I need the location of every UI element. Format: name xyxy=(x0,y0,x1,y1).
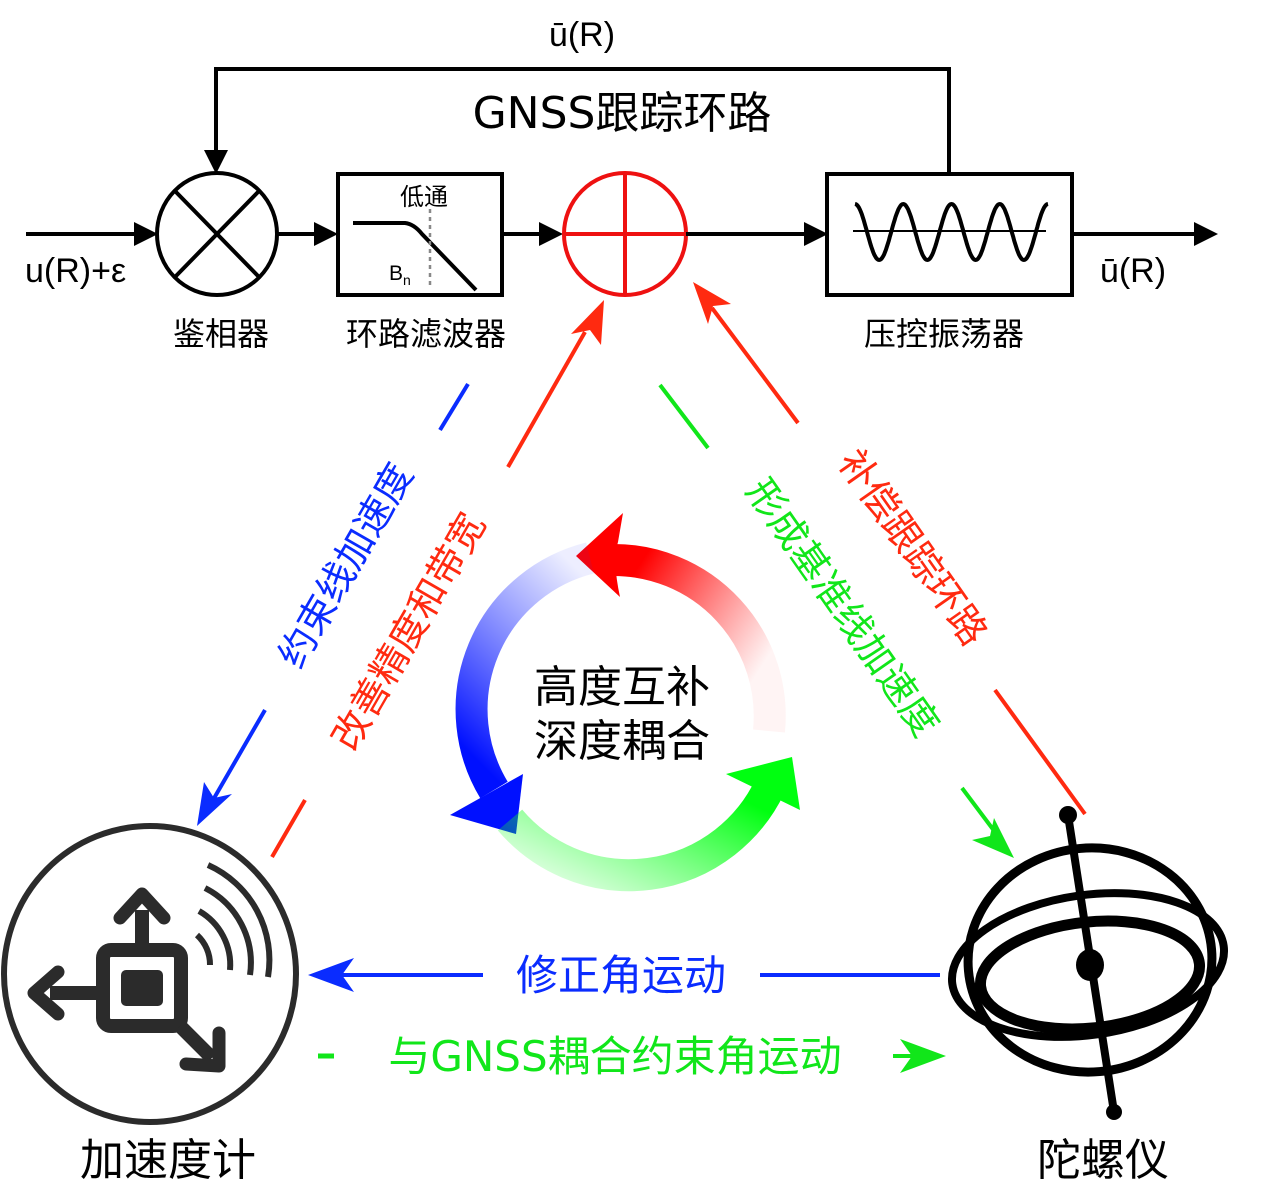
gyroscope-icon xyxy=(947,806,1229,1120)
gyroscope-label: 陀螺仪 xyxy=(1037,1135,1169,1186)
feedback-label: ū(R) xyxy=(549,16,615,54)
arrowhead xyxy=(308,958,354,992)
phase-detector[interactable] xyxy=(155,171,279,297)
edge-label-correct-angular-motion: 修正角运动 xyxy=(516,951,726,1000)
pd-to-filter-arrowhead xyxy=(314,222,338,246)
green-cycle-arc xyxy=(497,778,785,892)
arrowhead xyxy=(197,782,232,826)
arrowhead xyxy=(900,1039,946,1073)
accelerometer-node[interactable] xyxy=(1,823,299,1125)
loop-title: GNSS跟踪环路 xyxy=(473,88,772,139)
vco-label: 压控振荡器 xyxy=(864,315,1024,353)
center-label-line1: 高度互补 xyxy=(534,662,710,713)
phase-detector-label: 鉴相器 xyxy=(173,315,269,353)
filter-to-summer-arrowhead xyxy=(539,222,563,246)
accelerometer-icon xyxy=(27,862,273,1073)
center-label-line2: 深度耦合 xyxy=(534,716,710,767)
input-arrowhead xyxy=(134,222,158,246)
bandwidth-label: Bn xyxy=(389,262,411,288)
output-arrowhead xyxy=(1194,222,1218,246)
edge-gyro-accel-blue: 修正角运动 xyxy=(308,951,940,1000)
input-label: u(R)+ε xyxy=(25,252,126,290)
sine-wave-icon xyxy=(854,201,1049,263)
accelerometer-label: 加速度计 xyxy=(80,1135,256,1186)
edge-accel-gyro-green: 与GNSS耦合约束角运动 xyxy=(318,1032,946,1081)
vco-block[interactable] xyxy=(825,172,1074,297)
gnss-tracking-loop: ū(R) GNSS跟踪环路 u(R)+ε 鉴相器 低通 Bn 环路滤 xyxy=(25,16,1218,353)
center-cycle: 高度互补 深度耦合 xyxy=(450,513,800,892)
arrowhead xyxy=(571,300,604,345)
arrowhead xyxy=(972,818,1014,858)
red-cycle-arc xyxy=(610,543,786,733)
feedback-path xyxy=(214,67,951,172)
gyroscope-node[interactable] xyxy=(943,806,1234,1120)
red-cycle-arrowhead xyxy=(576,513,623,597)
edge-label-gnss-coupled-constrain-angular-motion: 与GNSS耦合约束角运动 xyxy=(388,1032,841,1081)
summer-to-vco-arrowhead xyxy=(804,222,828,246)
green-cycle-arrowhead xyxy=(726,757,800,810)
output-label: ū(R) xyxy=(1100,252,1166,290)
loop-filter[interactable]: 低通 Bn xyxy=(336,172,504,297)
loop-filter-label: 环路滤波器 xyxy=(346,315,506,353)
summing-junction[interactable] xyxy=(562,171,688,297)
arrowhead xyxy=(693,282,731,324)
blue-cycle-arrowhead xyxy=(450,774,523,834)
filter-type-label: 低通 xyxy=(400,183,448,211)
edge-gyro-loop-red: 补偿跟踪环路 xyxy=(693,282,1087,816)
lowpass-response-icon xyxy=(353,221,478,292)
feedback-arrowhead xyxy=(204,150,228,174)
blue-cycle-arc xyxy=(455,542,595,799)
